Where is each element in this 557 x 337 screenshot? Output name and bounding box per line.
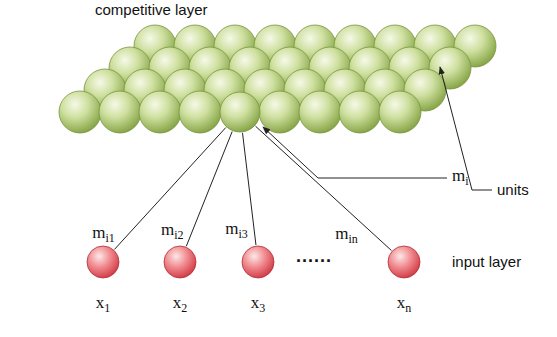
subscript: i	[465, 174, 468, 188]
node-shape	[219, 91, 261, 133]
subscript: n	[405, 301, 411, 315]
node-circle	[388, 246, 420, 278]
sphere-grid	[59, 25, 496, 133]
weight-label: mi3	[225, 219, 248, 239]
node-shape	[86, 245, 120, 279]
competitive-unit	[59, 91, 101, 133]
subscript: i2	[174, 228, 183, 242]
input-label: x3	[251, 293, 266, 313]
input-label: x1	[96, 293, 111, 313]
node-circle	[164, 246, 196, 278]
subscript: 1	[104, 301, 110, 315]
node-circle	[87, 246, 119, 278]
weight-connection	[255, 126, 391, 250]
subscript: i1	[105, 231, 114, 245]
input-node: x1	[86, 245, 120, 279]
weight-label: mi2	[161, 220, 184, 240]
leader-line	[263, 127, 447, 178]
node-shape	[387, 245, 421, 279]
unit-label: mi	[452, 166, 469, 186]
weight-label: mi1	[92, 223, 115, 243]
node-circle	[220, 92, 260, 132]
competitive-unit	[299, 91, 341, 133]
ellipsis: ......	[296, 246, 332, 268]
competitive-unit	[339, 91, 381, 133]
competitive-unit	[379, 91, 421, 133]
layer-title: competitive layer	[95, 1, 208, 19]
node-circle	[242, 246, 274, 278]
layer-title: input layer	[452, 253, 521, 271]
subscript: 3	[259, 301, 265, 315]
input-node: xn	[387, 245, 421, 279]
competitive-unit	[99, 91, 141, 133]
callout-label: units	[497, 181, 529, 199]
competitive-unit	[259, 91, 301, 133]
input-node: x2	[163, 245, 197, 279]
input-label: x2	[173, 293, 188, 313]
node-shape	[163, 245, 197, 279]
competitive-unit	[139, 91, 181, 133]
input-node: x3	[241, 245, 275, 279]
competitive-unit: mi	[219, 91, 261, 133]
subscript: i3	[238, 227, 247, 241]
node-shape	[241, 245, 275, 279]
competitive-unit	[179, 91, 221, 133]
weight-label: min	[335, 224, 358, 244]
subscript: in	[348, 232, 357, 246]
subscript: 2	[181, 301, 187, 315]
input-label: xn	[397, 293, 412, 313]
leader-line	[440, 67, 492, 190]
